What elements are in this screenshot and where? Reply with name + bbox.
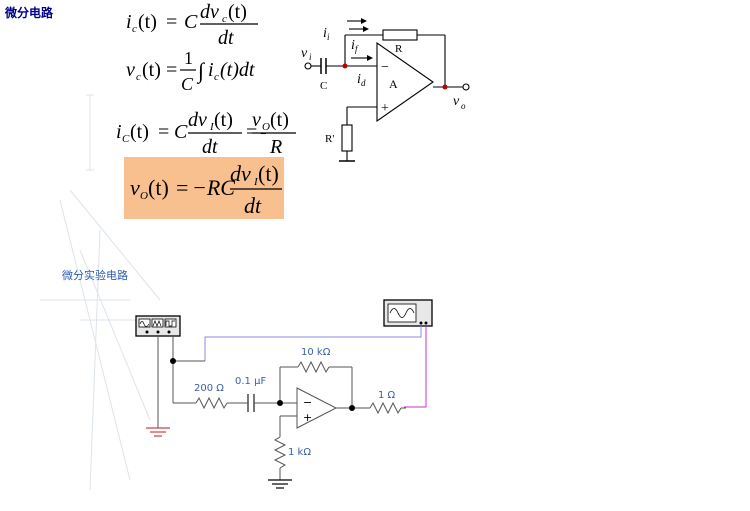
f3-neg: - <box>260 121 267 143</box>
f4-num-arg: (t) <box>258 161 279 186</box>
f2-lhs-sub: c <box>136 71 141 83</box>
ground-rgnd <box>268 479 292 489</box>
f2-integrand-arg: (t)dt <box>220 59 255 81</box>
ground-generator <box>146 427 170 437</box>
f1-arg: (t) <box>138 11 157 33</box>
experiment-circuit: 200 Ω 0.1 µF 10 kΩ 1 Ω 1 kΩ − + <box>135 299 433 489</box>
f3-den: dt <box>202 136 218 156</box>
label-r: R <box>395 43 403 55</box>
f3-num2-arg: (t) <box>270 109 289 131</box>
formula-current-output: i C (t) = C dv I (t) dt = - v O (t) R <box>116 109 296 156</box>
f1-eq: = <box>166 11 177 33</box>
f1-num-sub: c <box>222 13 227 25</box>
f4-lhs: v <box>130 175 140 200</box>
label-opamp-plus: + <box>303 411 312 424</box>
label-vi-sub: i <box>309 52 312 62</box>
f3-lhs: i <box>116 121 122 143</box>
node-inverting <box>277 400 283 406</box>
f4-lhs-sub: O <box>140 190 148 202</box>
label-vo-sub: o <box>461 101 466 111</box>
node-output <box>442 84 448 90</box>
label-ii: i <box>323 26 327 41</box>
oscilloscope[interactable] <box>383 299 433 327</box>
arrowhead-ii <box>361 18 367 24</box>
f4-neg-coef: −RC <box>192 175 235 200</box>
label-ii-sub: i <box>327 32 330 42</box>
output-terminal <box>462 83 470 91</box>
node-output <box>349 405 355 411</box>
f2-integral: ∫ <box>196 58 206 84</box>
f3-num-sub: I <box>209 121 215 133</box>
formula-current-capacitor: i c (t) = C dv c (t) dt <box>126 1 258 48</box>
f3-lhs-sub: C <box>122 133 130 145</box>
f2-arg: (t) <box>142 59 161 81</box>
probe-wire-input <box>204 326 422 361</box>
resistor-200 <box>195 396 228 410</box>
label-200-ohm: 200 Ω <box>194 383 224 394</box>
label-rprime: R' <box>325 133 334 145</box>
f3-num-arg: (t) <box>214 109 233 131</box>
label-a: A <box>389 77 398 91</box>
function-generator[interactable] <box>135 315 181 337</box>
node-inverting <box>342 63 348 69</box>
f4-num: dv <box>230 161 251 186</box>
f2-integrand: i <box>208 59 214 81</box>
experiment-subtitle: 微分实验电路 <box>62 269 128 282</box>
arrowhead-if <box>363 26 369 32</box>
label-id: i <box>357 72 361 87</box>
f3-eq: = <box>158 121 169 143</box>
f3-coef: C <box>174 121 188 143</box>
resistor-10k <box>297 360 330 374</box>
label-opamp-minus: − <box>303 396 312 409</box>
label-c: C <box>320 80 327 92</box>
probe-wire-output <box>404 326 427 408</box>
label-1-ohm: 1 Ω <box>378 390 396 401</box>
highlight-box <box>124 157 284 219</box>
label-10k: 10 kΩ <box>301 347 331 358</box>
formula-output-highlight: v O (t) = −RC dv I (t) dt <box>124 157 284 219</box>
f1-lhs: i <box>126 11 132 33</box>
f3-num2: v <box>252 109 261 131</box>
f4-den: dt <box>244 193 262 218</box>
f2-frac-den: C <box>181 74 194 94</box>
f2-integrand-sub: c <box>214 71 219 83</box>
f2-frac-num: 1 <box>184 48 193 68</box>
f4-arg: (t) <box>148 175 169 200</box>
f2-eq: = <box>166 59 177 81</box>
label-if-sub: f <box>355 44 359 54</box>
f1-den: dt <box>218 27 234 48</box>
slide-title: 微分电路 <box>5 6 54 20</box>
label-vo: v <box>453 94 460 109</box>
f3-num2-sub: O <box>262 121 270 133</box>
f2-lhs: v <box>126 59 135 81</box>
f3-num: dv <box>188 109 207 131</box>
resistor-1k <box>273 436 287 469</box>
f4-eq: = <box>176 175 188 200</box>
differentiator-schematic: v i i i i f i d C R A − + R' v o <box>301 18 470 162</box>
arrowhead-id <box>367 55 373 61</box>
f3-eq2: = <box>246 121 257 143</box>
f3-den2: R <box>269 136 282 156</box>
label-minus: − <box>381 60 389 75</box>
f1-coef: C <box>184 11 198 33</box>
opamp-triangle <box>376 41 434 123</box>
label-vi: v <box>301 46 308 61</box>
label-id-sub: d <box>361 78 366 88</box>
label-1k: 1 kΩ <box>288 447 311 458</box>
resistor-1ohm <box>369 401 402 415</box>
label-cap: 0.1 µF <box>235 376 266 387</box>
f4-num-sub: I <box>253 176 259 188</box>
f1-lhs-sub: c <box>132 23 137 35</box>
label-if: i <box>351 38 355 53</box>
f3-arg: (t) <box>130 121 149 143</box>
node-source <box>170 358 176 364</box>
formula-voltage-capacitor: v c (t) = 1 C ∫ i c (t)dt <box>126 48 255 94</box>
f1-num: dv <box>200 1 219 23</box>
f1-num-arg: (t) <box>228 1 247 23</box>
opamp-triangle <box>296 387 338 429</box>
label-plus: + <box>381 101 389 116</box>
